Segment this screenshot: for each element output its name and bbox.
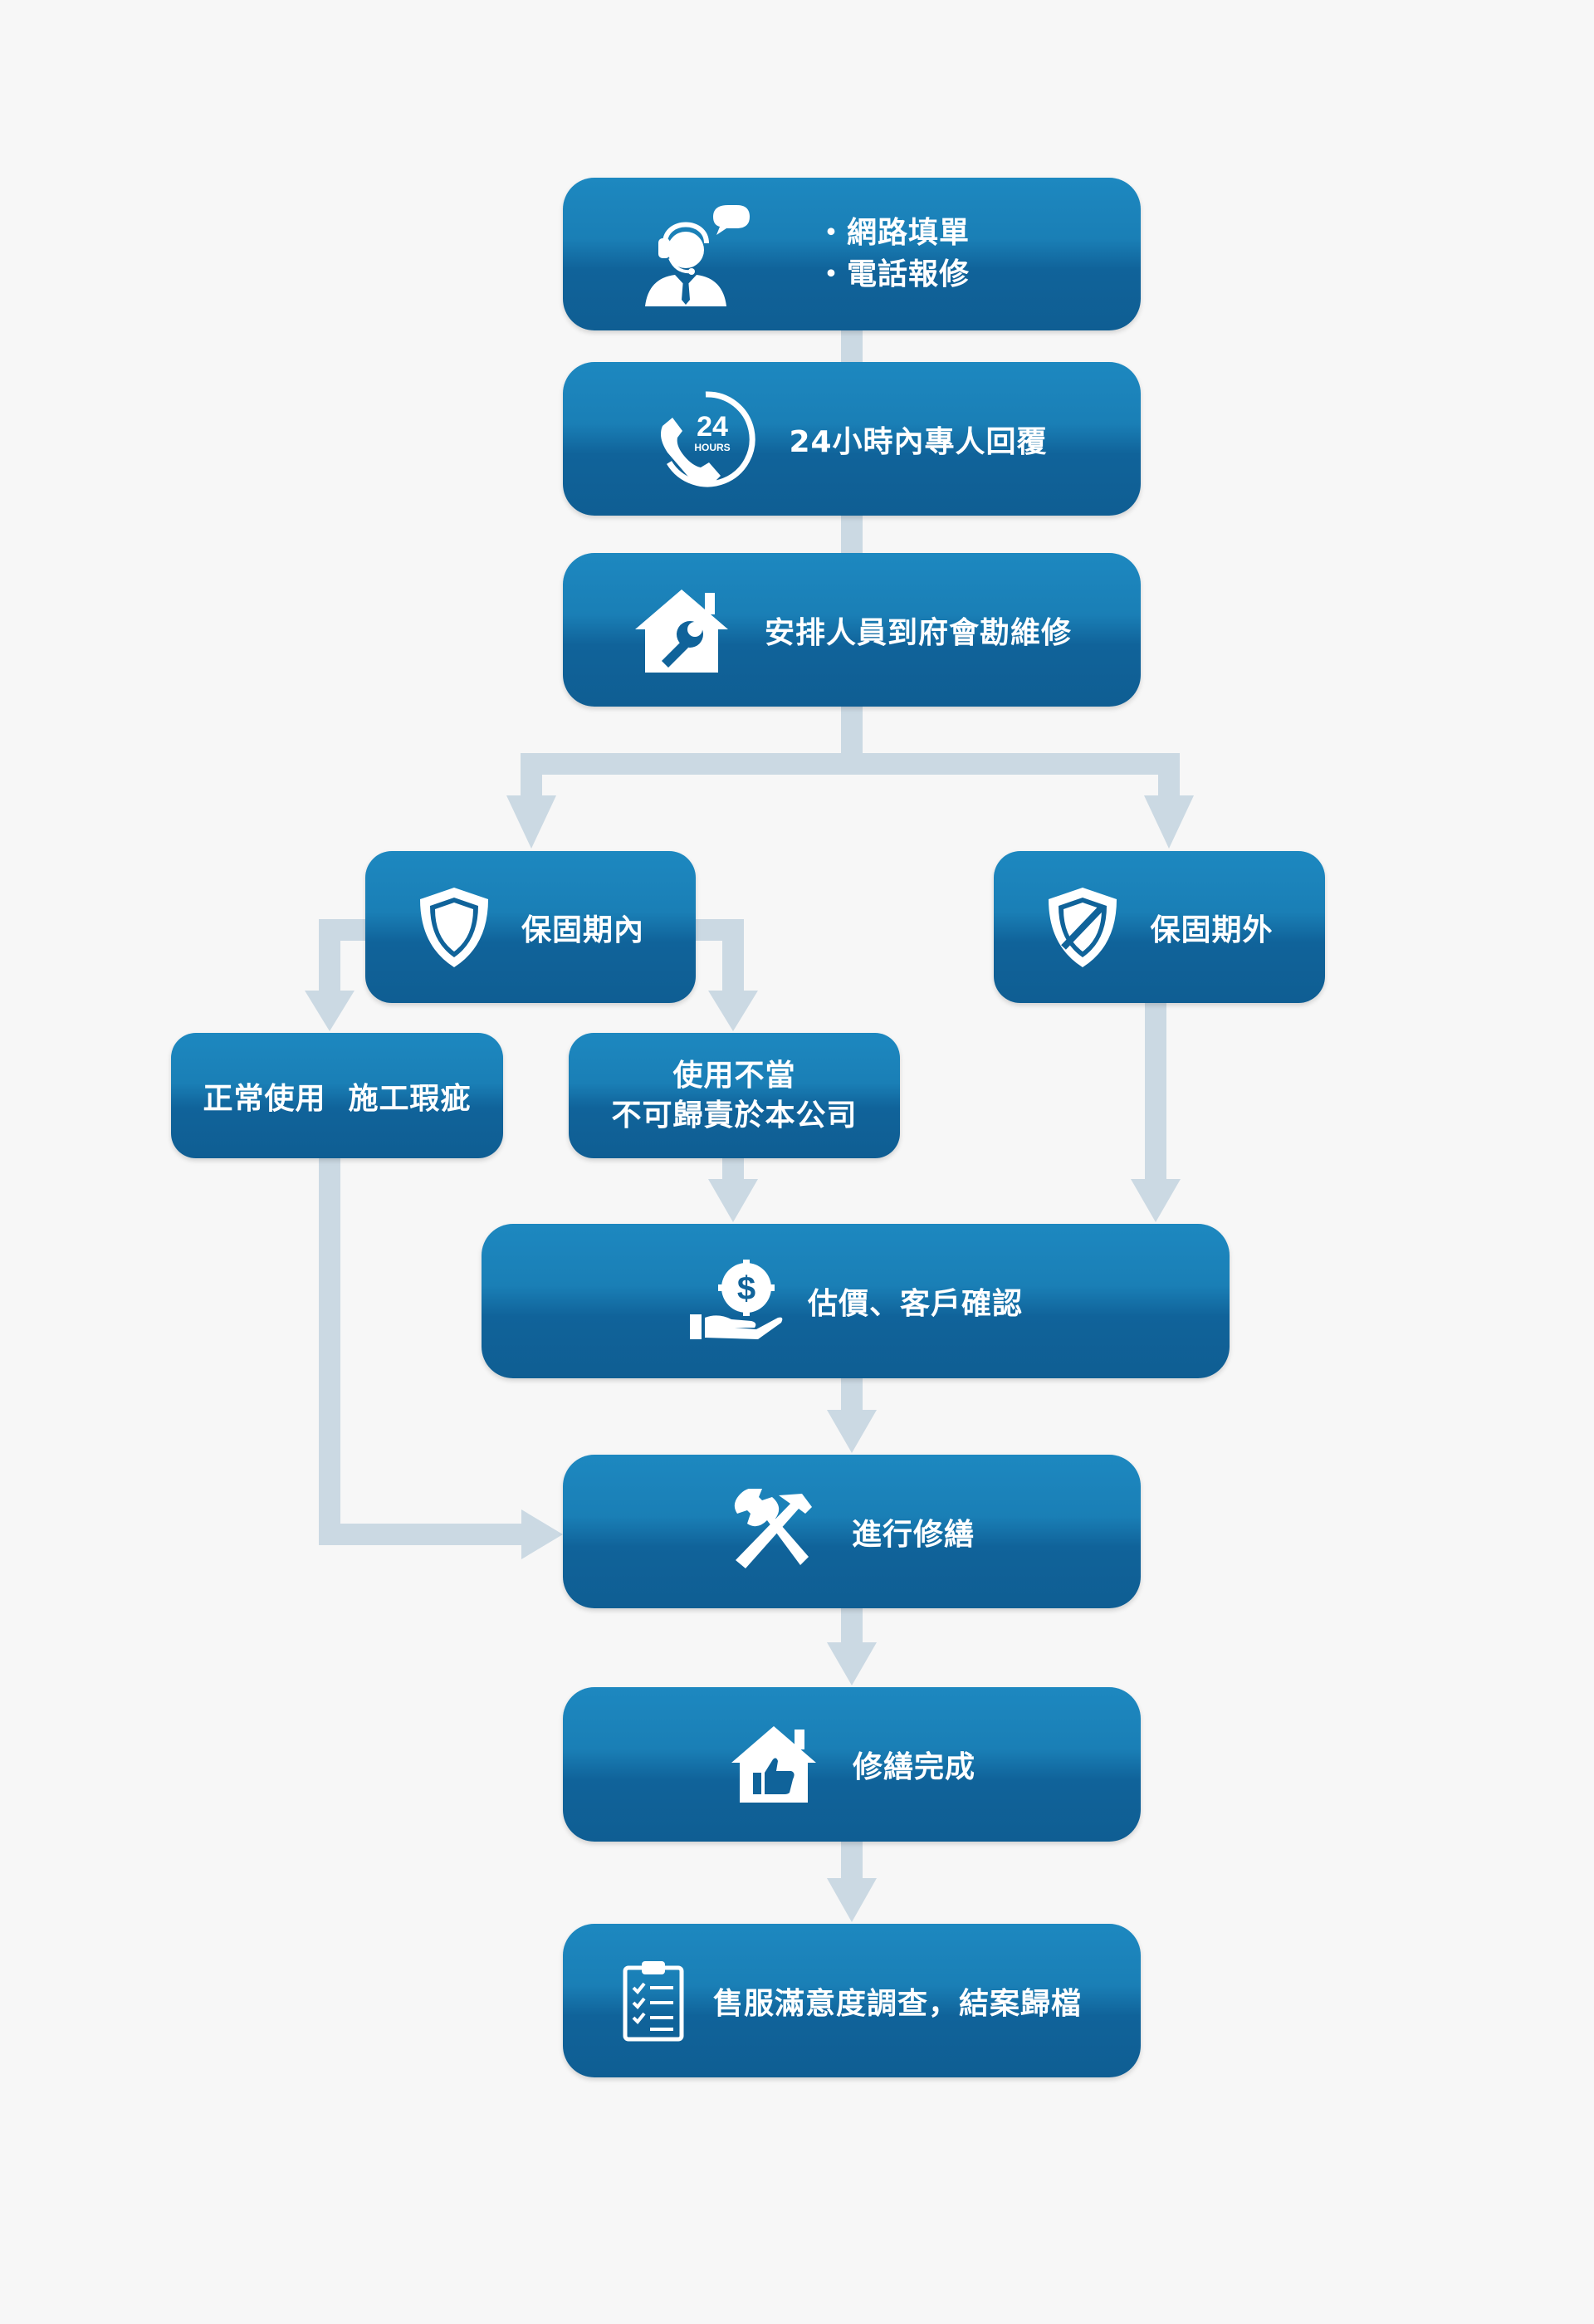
connector-visit-split [521, 753, 1180, 797]
house-thumbs-up-icon [728, 1723, 819, 1806]
step-contact: ・網路填單 ・電話報修 [563, 178, 1141, 330]
out-warranty-label: 保固期外 [1150, 912, 1274, 947]
normal-use-label: 正常使用 施工瑕疵 [203, 1081, 472, 1116]
step-estimate: $ 估價、客戶確認 [482, 1224, 1230, 1378]
repair-label: 進行修繕 [851, 1517, 975, 1552]
step-out-warranty: 保固期外 [994, 851, 1325, 1003]
step-survey: 售服滿意度調查，結案歸檔 [563, 1924, 1141, 2077]
step-reply: 24 HOURS 24小時內專人回覆 [563, 362, 1141, 516]
complete-label: 修繕完成 [852, 1750, 975, 1784]
arrowhead-outwarranty-to-estimate [1131, 1179, 1181, 1222]
arrowhead-to-normal-use [305, 991, 354, 1031]
connector-inwarranty-to-misuse [696, 919, 744, 992]
hand-dollar-gear-icon: $ [688, 1260, 785, 1343]
arrowhead-to-in-warranty [506, 795, 556, 849]
arrowhead-to-misuse [708, 991, 758, 1031]
tools-icon [729, 1488, 815, 1575]
arrowhead-to-complete [827, 1642, 877, 1686]
shield-slash-icon [1045, 884, 1120, 971]
connector-inwarranty-to-normal [319, 919, 365, 992]
arrowhead-misuse-to-estimate [708, 1179, 758, 1222]
step-repair: 進行修繕 [563, 1455, 1141, 1608]
step-misuse: 使用不當 不可歸責於本公司 [569, 1033, 900, 1158]
contact-phone-report: ・電話報修 [816, 257, 971, 291]
svg-text:$: $ [737, 1270, 755, 1307]
shield-icon [417, 884, 491, 971]
reply-label: 24小時內專人回覆 [789, 424, 1048, 459]
step-in-warranty: 保固期內 [365, 851, 696, 1003]
misuse-line-1: 使用不當 [672, 1058, 796, 1093]
step-visit: 安排人員到府會勘維修 [563, 553, 1141, 707]
icon-hours-text: HOURS [695, 442, 731, 453]
estimate-label: 估價、客戶確認 [807, 1287, 1023, 1321]
arrowhead-to-out-warranty [1144, 795, 1194, 849]
in-warranty-label: 保固期內 [521, 912, 644, 947]
visit-label: 安排人員到府會勘維修 [764, 615, 1072, 650]
step-complete: 修繕完成 [563, 1687, 1141, 1842]
arrowhead-to-survey [827, 1878, 877, 1922]
connector-normal-to-repair [319, 1157, 523, 1545]
phone-24-hours-icon: 24 HOURS [656, 389, 756, 489]
customer-service-headset-icon [633, 200, 750, 308]
step-normal-use: 正常使用 施工瑕疵 [171, 1033, 503, 1158]
misuse-line-2: 不可歸責於本公司 [611, 1098, 858, 1133]
clipboard-checklist-icon [622, 1959, 685, 2043]
icon-24-text: 24 [697, 411, 729, 443]
house-wrench-icon [632, 585, 731, 676]
arrowhead-to-repair [827, 1410, 877, 1453]
contact-online-form: ・網路填單 [816, 216, 971, 250]
survey-label: 售服滿意度調查，結案歸檔 [712, 1986, 1082, 2021]
arrowhead-normal-to-repair [521, 1509, 563, 1559]
